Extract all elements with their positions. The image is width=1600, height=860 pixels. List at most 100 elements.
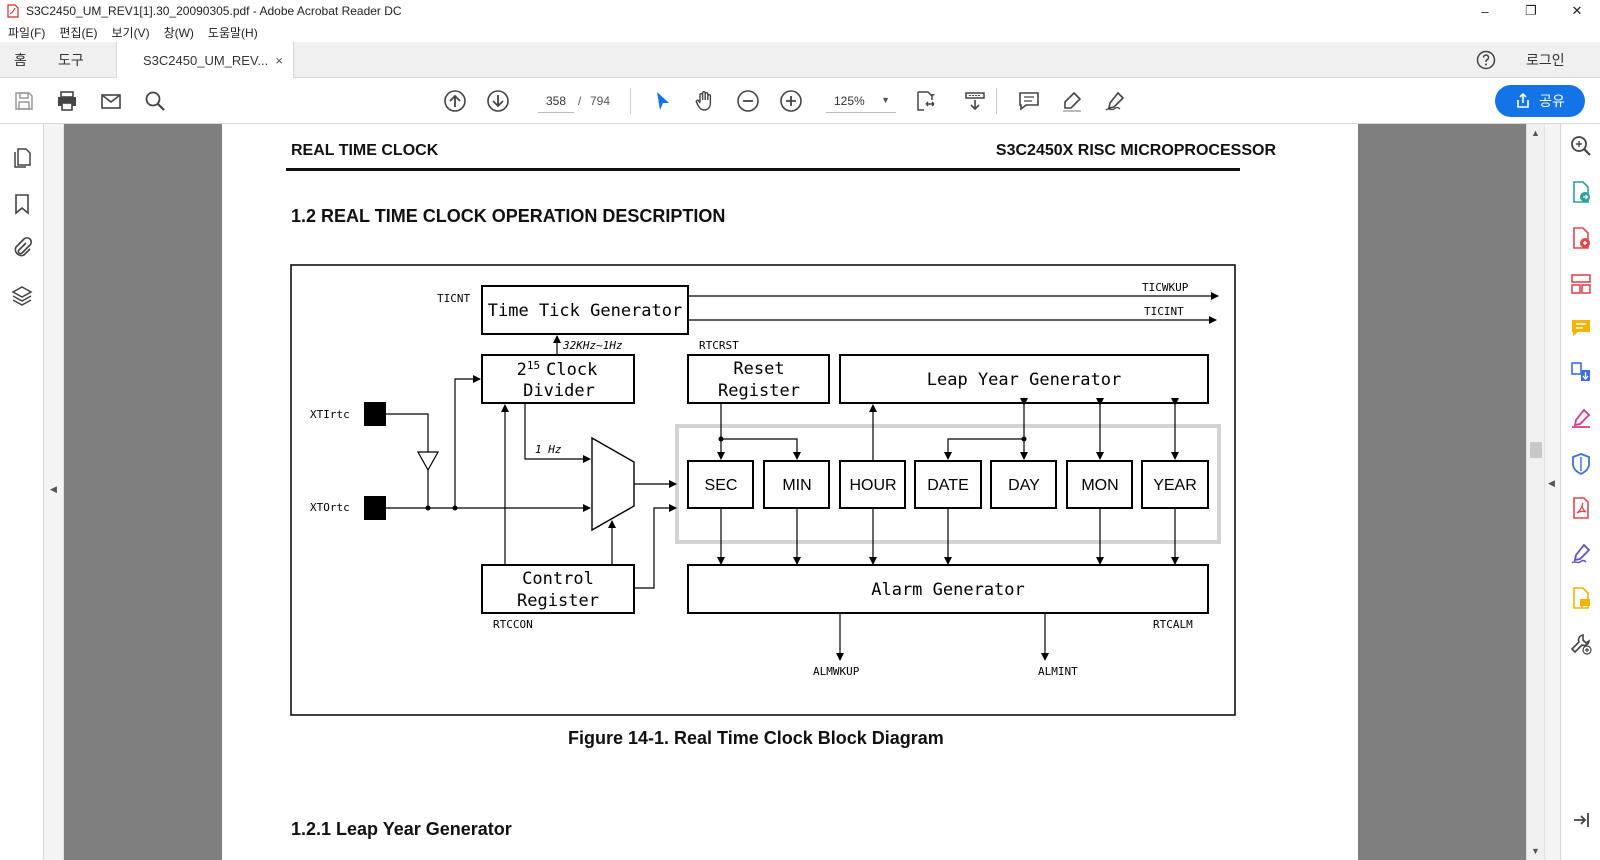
control-register-block [481,564,635,614]
maximize-button[interactable]: ❐ [1525,3,1537,18]
menu-edit[interactable]: 편집(E) [59,25,98,40]
login-link[interactable]: 로그인 [1526,52,1565,68]
toolbar: 358 / 794 125% ▼ 공유 [0,78,1600,124]
save-icon[interactable] [11,88,37,114]
zoom-out-icon[interactable] [735,88,761,114]
close-tab-button[interactable]: × [275,53,283,68]
ticnt-label: TICNT [437,292,470,305]
collapse-left-icon: ◀ [50,484,57,494]
protect-icon[interactable] [1569,452,1593,476]
help-icon[interactable] [1476,50,1496,70]
rtccon-label: RTCCON [493,618,533,631]
export-pdf-icon[interactable] [1569,180,1593,204]
sign-icon[interactable] [1102,88,1128,114]
subsection-heading: 1.2.1 Leap Year Generator [291,819,512,839]
rtcrst-label: RTCRST [699,339,739,352]
window-title: S3C2450_UM_REV1[1].30_20090305.pdf - Ado… [26,4,402,18]
hour-label: HOUR [849,477,896,494]
zoom-value: 125% [834,93,865,108]
sign-icon[interactable] [1569,542,1593,566]
time-tick-generator-block [481,285,689,335]
menu-view[interactable]: 보기(V) [111,25,150,40]
toolbar-divider [996,88,997,114]
page-header-right: S3C2450X RISC MICROPROCESSOR [995,142,1276,159]
highlight-icon[interactable] [1059,88,1085,114]
almint-label: ALMINT [1038,665,1078,678]
left-panel-toggle[interactable]: ◀ [44,124,64,860]
search-icon[interactable] [142,88,168,114]
menu-help[interactable]: 도움말(H) [207,25,258,40]
page-separator: / [578,94,582,108]
email-icon[interactable] [98,88,124,114]
left-navigation-rail [0,124,44,860]
tab-bar: 홈 도구 S3C2450_UM_REV... × 로그인 [0,42,1600,79]
ticint-label: TICINT [1144,305,1184,318]
year-label: YEAR [1153,477,1197,494]
diagram-frame [290,264,1236,716]
pdf-page: REAL TIME CLOCK S3C2450X RISC MICROPROCE… [222,124,1358,860]
clock-divider-base: 2 [517,360,527,380]
send-comments-icon[interactable] [1569,586,1593,610]
scroll-thumb[interactable] [1530,442,1542,458]
comment-icon[interactable] [1016,88,1042,114]
minimize-button[interactable]: – [1481,3,1489,19]
page-fit-icon[interactable] [912,88,938,114]
rtc-block-diagram: TICNT Time Tick Generator TICWKUP TICINT… [290,264,1236,716]
share-button[interactable]: 공유 [1495,85,1585,117]
bookmark-icon[interactable] [10,192,34,216]
collapse-icon[interactable] [1569,808,1593,832]
tab-tools[interactable]: 도구 [58,52,84,68]
current-page-input[interactable]: 358 [538,89,574,113]
one-hz-label: 1 Hz [535,443,562,456]
xtirtc-label: XTIrtc [310,408,350,421]
next-page-icon[interactable] [485,88,511,114]
clock-divider-exp: 15 [527,359,540,372]
attachment-icon[interactable] [10,236,34,260]
tab-home[interactable]: 홈 [14,52,27,68]
alarm-generator-block [687,564,1209,614]
comment-icon[interactable] [1569,316,1593,340]
select-cursor-icon[interactable] [650,88,676,114]
vertical-scrollbar[interactable]: ▲ ▼ [1526,124,1544,860]
document-viewer[interactable]: REAL TIME CLOCK S3C2450X RISC MICROPROCE… [64,124,1526,860]
hand-icon[interactable] [692,88,718,114]
fill-sign-icon[interactable] [1569,406,1593,430]
rtcalm-label: RTCALM [1153,618,1193,631]
create-pdf-icon[interactable] [1569,226,1593,250]
zoom-select[interactable]: 125% ▼ [826,89,896,113]
total-pages: 794 [590,94,611,108]
pages-icon[interactable] [10,146,34,170]
enhance-scan-icon[interactable] [1569,134,1593,158]
layers-icon[interactable] [10,284,34,308]
share-icon [1517,93,1529,108]
pdf-icon[interactable] [1569,496,1593,520]
scroll-mode-icon[interactable] [962,88,988,114]
tab-document[interactable]: S3C2450_UM_REV... × [116,42,294,79]
right-panel-toggle[interactable]: ◀ [1544,124,1560,860]
more-tools-icon[interactable] [1569,632,1593,656]
print-icon[interactable] [54,88,80,114]
menu-file[interactable]: 파일(F) [8,25,46,40]
clock-divider-block [481,354,635,404]
xtirtc-pin [364,402,386,426]
reset-register-line1: Reset [733,359,784,379]
menu-window[interactable]: 창(W) [163,25,194,40]
prev-page-icon[interactable] [442,88,468,114]
inverter-symbol [416,451,440,472]
expand-right-icon: ◀ [1548,478,1555,488]
clock-divider-line2: Divider [523,381,595,401]
combine-files-icon[interactable] [1569,360,1593,384]
figure-caption: Figure 14-1. Real Time Clock Block Diagr… [568,728,944,748]
xtortc-label: XTOrtc [310,501,350,514]
organize-pages-icon[interactable] [1569,272,1593,296]
scroll-down-icon[interactable]: ▼ [1531,846,1540,856]
close-window-button[interactable]: ✕ [1571,3,1583,18]
title-bar: S3C2450_UM_REV1[1].30_20090305.pdf - Ado… [0,0,1600,22]
control-register-line1: Control [522,569,594,589]
day-label: DAY [1008,477,1040,494]
zoom-in-icon[interactable] [778,88,804,114]
scroll-up-icon[interactable]: ▲ [1531,128,1540,138]
freq-range-label: 32KHz~1Hz [562,339,623,352]
alarm-generator-label: Alarm Generator [871,580,1025,600]
